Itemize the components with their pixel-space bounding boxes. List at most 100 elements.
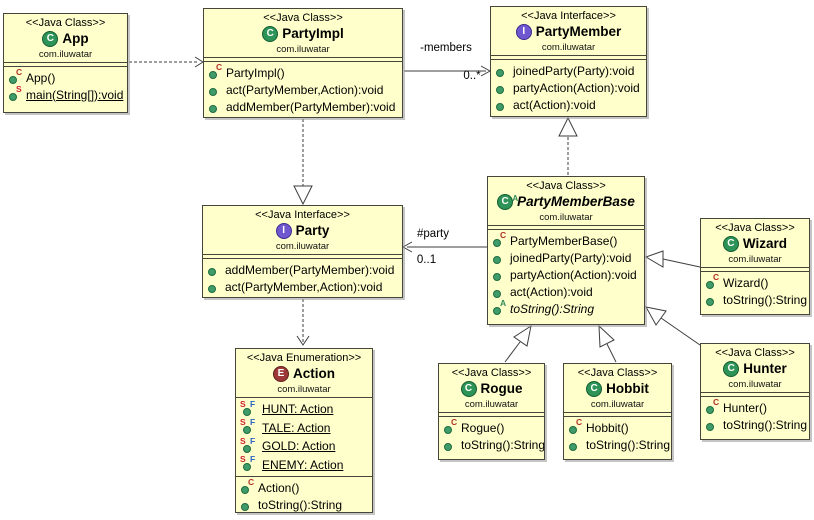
method-label: Hunter() [723,400,768,415]
abstract-class-icon [497,194,514,210]
class-icon [42,31,59,47]
class-name: Hobbit [606,381,649,396]
stereotype: <<Java Class>> [526,180,606,192]
method-row[interactable]: partyAction(Action):void [495,79,642,96]
static-final-field-icon [240,455,257,472]
field-row[interactable]: TALE: Action [240,418,368,438]
field-row[interactable]: GOLD: Action [240,437,368,456]
method-label: act(PartyMember,Action):void [226,82,384,97]
class-box-hunter[interactable]: <<Java Class>> Hunter com.iluwatar Hunte… [700,343,810,440]
method-label: act(PartyMember,Action):void [225,279,383,294]
method-label: addMember(PartyMember):void [226,99,396,114]
class-box-hobbit[interactable]: <<Java Class>> Hobbit com.iluwatar Hobbi… [563,363,672,460]
method-row[interactable]: main(String[]):void [8,85,123,103]
constructor-icon [8,68,22,84]
method-label: act(Action):void [510,284,593,299]
methods-compartment: PartyMemberBase() joinedParty(Party):voi… [488,229,644,324]
realization-partymemberbase-partymember[interactable] [558,116,578,175]
methods-compartment: Wizard() toString():String [701,271,809,314]
class-icon [723,361,740,377]
class-name: Rogue [480,381,523,396]
method-row[interactable]: toString():String [240,496,368,512]
static-final-field-icon [240,400,257,416]
method-row[interactable]: PartyImpl() [208,63,398,81]
public-method-icon [208,83,221,96]
interface-box-party[interactable]: <<Java Interface>> Party com.iluwatar ad… [202,205,403,298]
field-label: TALE: Action [262,420,331,435]
method-label: toString():String [510,301,595,316]
package-name: com.iluwatar [728,379,782,390]
package-name: com.iluwatar [275,241,330,252]
method-row[interactable]: act(PartyMember,Action):void [207,278,398,295]
method-row[interactable]: Hunter() [705,398,805,416]
method-row[interactable]: Hobbit() [568,418,667,436]
class-box-partyimpl[interactable]: <<Java Class>> PartyImpl com.iluwatar Pa… [203,8,403,118]
interface-icon [275,223,292,239]
cardinality-label-party: 0..1 [416,254,437,266]
static-final-field-icon [240,418,257,435]
cardinality-label-members: 0..* [463,70,481,82]
method-row[interactable]: PartyMemberBase() [492,231,640,249]
method-row[interactable]: addMember(PartyMember):void [208,98,398,115]
method-label: Action() [258,480,300,495]
field-row[interactable]: ENEMY: Action [240,455,368,475]
method-row[interactable]: App() [8,68,123,86]
role-label-party: #party [417,228,449,240]
stereotype: <<Java Class>> [715,222,795,234]
field-label: ENEMY: Action [262,457,344,472]
method-row[interactable]: partyAction(Action):void [492,266,640,283]
class-icon [586,381,603,397]
fields-compartment [701,267,809,271]
realization-partyimpl-party[interactable] [293,119,313,206]
generalization-hunter-partymemberbase[interactable] [645,306,701,346]
method-row[interactable]: toString():String [443,436,544,453]
method-row[interactable]: toString():String [568,436,670,453]
dependency-app-partyimpl[interactable] [129,56,204,68]
class-box-rogue[interactable]: <<Java Class>> Rogue com.iluwatar Rogue(… [438,363,545,460]
class-title-hunter: <<Java Class>> Hunter com.iluwatar [701,344,809,392]
public-method-icon [495,98,508,111]
constructor-icon [705,273,719,289]
method-row[interactable]: toString():String [492,299,640,317]
generalization-wizard-partymemberbase[interactable] [644,250,701,268]
class-name: Wizard [742,236,788,251]
dependency-party-action[interactable] [296,299,310,346]
methods-compartment: addMember(PartyMember):void act(PartyMem… [203,258,402,297]
enum-box-action[interactable]: <<Java Enumeration>> Action com.iluwatar… [235,348,373,513]
class-box-app[interactable]: <<Java Class>> App com.iluwatar App() ma… [3,13,128,113]
method-row[interactable]: toString():String [705,291,807,308]
stereotype: <<Java Class>> [451,367,532,379]
method-row[interactable]: Wizard() [705,273,805,291]
class-name: Action [293,366,335,381]
method-row[interactable]: act(Action):void [492,283,640,300]
stereotype: <<Java Class>> [25,17,106,29]
methods-compartment: PartyImpl() act(PartyMember,Action):void… [204,61,402,117]
package-name: com.iluwatar [276,44,330,55]
association-partymemberbase-party[interactable] [401,241,487,253]
generalization-hobbit-partymemberbase[interactable] [598,324,617,363]
class-box-wizard[interactable]: <<Java Class>> Wizard com.iluwatar Wizar… [700,218,810,315]
method-row[interactable]: act(PartyMember,Action):void [208,81,398,98]
generalization-rogue-partymemberbase[interactable] [504,324,532,363]
public-method-icon [492,268,505,281]
method-row[interactable]: toString():String [705,416,807,433]
method-row[interactable]: act(Action):void [495,96,642,113]
method-row[interactable]: Action() [240,478,368,496]
method-row[interactable]: joinedParty(Party):void [492,249,640,266]
class-name: PartyImpl [282,26,344,41]
method-row[interactable]: joinedParty(Party):void [495,62,642,79]
methods-compartment: App() main(String[]):void [4,66,127,112]
class-icon [262,26,279,42]
method-label: toString():String [461,437,545,452]
class-title-wizard: <<Java Class>> Wizard com.iluwatar [701,219,809,267]
method-row[interactable]: Rogue() [443,418,540,436]
interface-box-partymember[interactable]: <<Java Interface>> PartyMember com.iluwa… [490,6,647,117]
class-box-partymemberbase[interactable]: <<Java Class>> PartyMemberBase com.iluwa… [487,176,645,325]
field-row[interactable]: HUNT: Action [240,400,368,419]
constructor-icon [208,63,222,79]
package-name: com.iluwatar [590,399,645,410]
public-method-icon [495,81,508,94]
method-row[interactable]: addMember(PartyMember):void [207,261,398,278]
